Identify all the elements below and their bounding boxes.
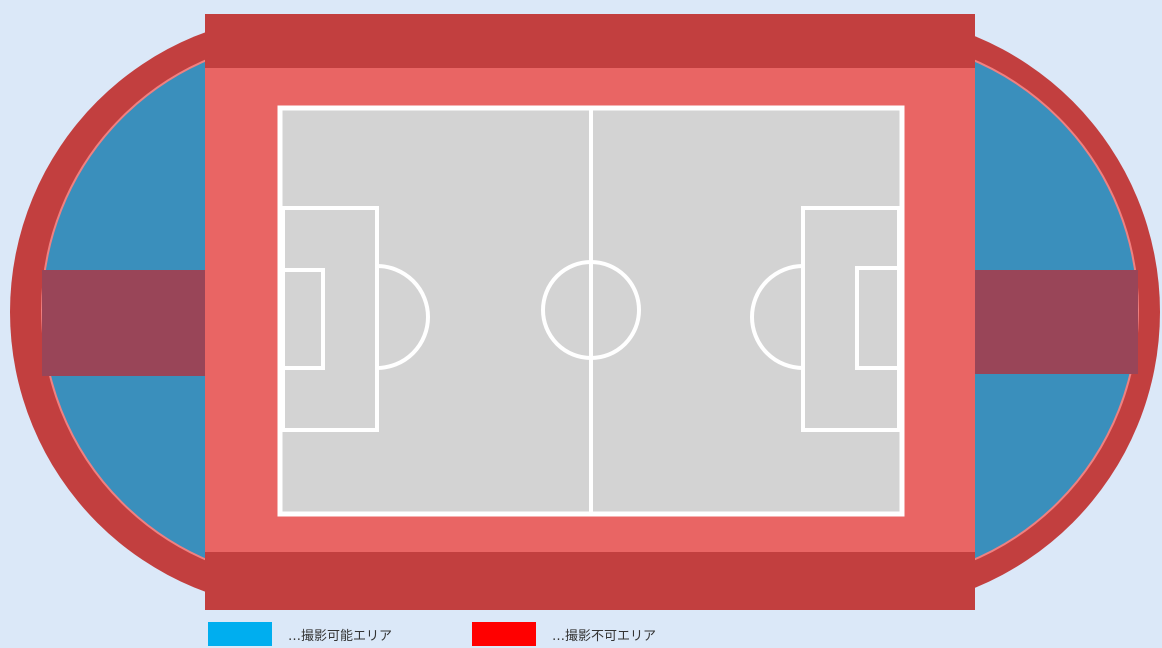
top-track-straight [205,14,975,70]
bottom-track-straight [205,552,975,610]
right-penalty-arc [750,264,804,370]
legend-swatch-prohibited [472,622,536,646]
right-goal-area [855,266,901,370]
legend-label-allowed: …撮影可能エリア [288,628,393,644]
left-goal-area [281,268,325,370]
stadium-diagram [10,14,1160,610]
right-end-bar [968,270,1138,374]
left-penalty-arc [376,264,430,370]
left-end-bar [42,270,212,376]
legend-item-prohibited: …撮影不可エリア [472,622,656,646]
legend-item-allowed: …撮影可能エリア [208,622,392,646]
legend-label-prohibited: …撮影不可エリア [552,628,657,644]
center-circle [541,260,641,360]
legend-swatch-allowed [208,622,272,646]
